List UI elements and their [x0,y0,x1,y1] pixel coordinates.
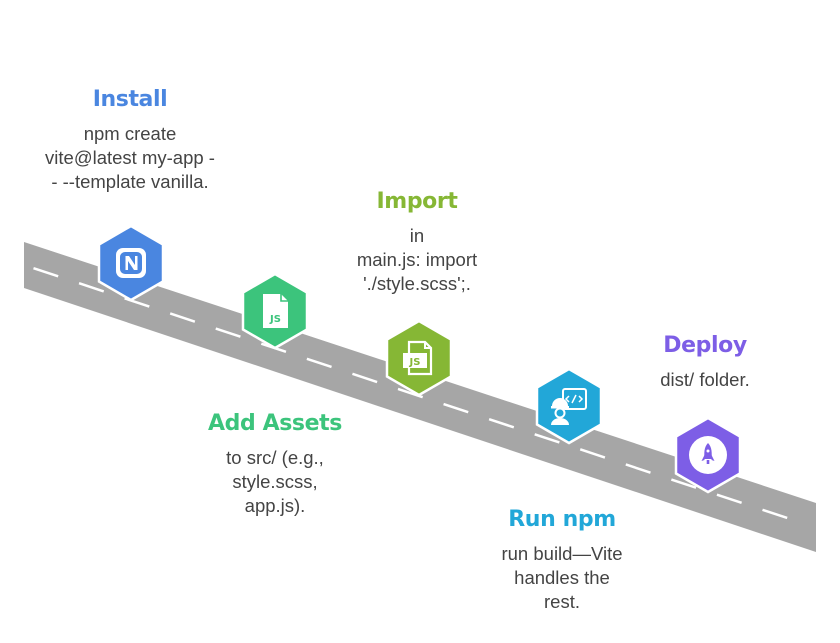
step-title-install: Install [92,87,168,112]
road-dash [33,266,59,278]
step-title-deploy: Deploy [663,333,747,358]
road-dash [215,327,241,338]
road-dash [488,417,515,429]
step-description-install: npm create vite@latest my-app - - --temp… [45,123,215,192]
road-dash [625,463,651,474]
road-center-dashes [33,266,788,520]
road-dash [762,508,788,520]
js-file-icon: JS [263,294,288,328]
step-label-deploy: Deploy dist/ folder. [605,332,805,392]
road-dash [306,357,332,369]
road-dash [534,433,560,444]
svg-text:JS: JS [409,357,421,368]
road-dash [579,448,606,459]
step-marker-import: JS [385,319,453,397]
step-description-run-npm: run build—Vite handles the rest. [501,543,623,612]
step-marker-run-npm [535,367,603,445]
svg-text:JS: JS [269,314,281,325]
step-title-import: Import [376,189,458,214]
step-marker-add-assets: JS [241,272,309,350]
step-label-install: Install npm create vite@latest my-app - … [30,86,230,194]
step-description-add-assets: to src/ (e.g., style.scss, app.js). [226,447,324,516]
step-marker-install [97,224,165,302]
step-label-add-assets: Add Assets to src/ (e.g., style.scss, ap… [175,410,375,518]
road-dash [716,493,743,505]
rocket-icon [689,436,727,474]
developer-code-icon [551,388,587,425]
road-dash [169,312,196,323]
step-title-add-assets: Add Assets [208,411,342,436]
step-description-deploy: dist/ folder. [660,369,750,390]
step-label-import: Import in main.js: import './style.scss'… [317,188,517,296]
road-dash [443,402,469,414]
step-markers: JS JS [97,224,742,494]
road-dash [670,478,697,489]
step-marker-deploy [674,416,742,494]
step-label-run-npm: Run npm run build—Vite handles the rest. [462,506,662,614]
step-title-run-npm: Run npm [508,507,616,532]
nativescript-icon [116,248,146,278]
step-description-import: in main.js: import './style.scss';. [356,225,478,294]
road-dash [78,282,105,293]
js-file-stack-icon: JS [403,340,433,376]
road-dash [352,372,378,384]
